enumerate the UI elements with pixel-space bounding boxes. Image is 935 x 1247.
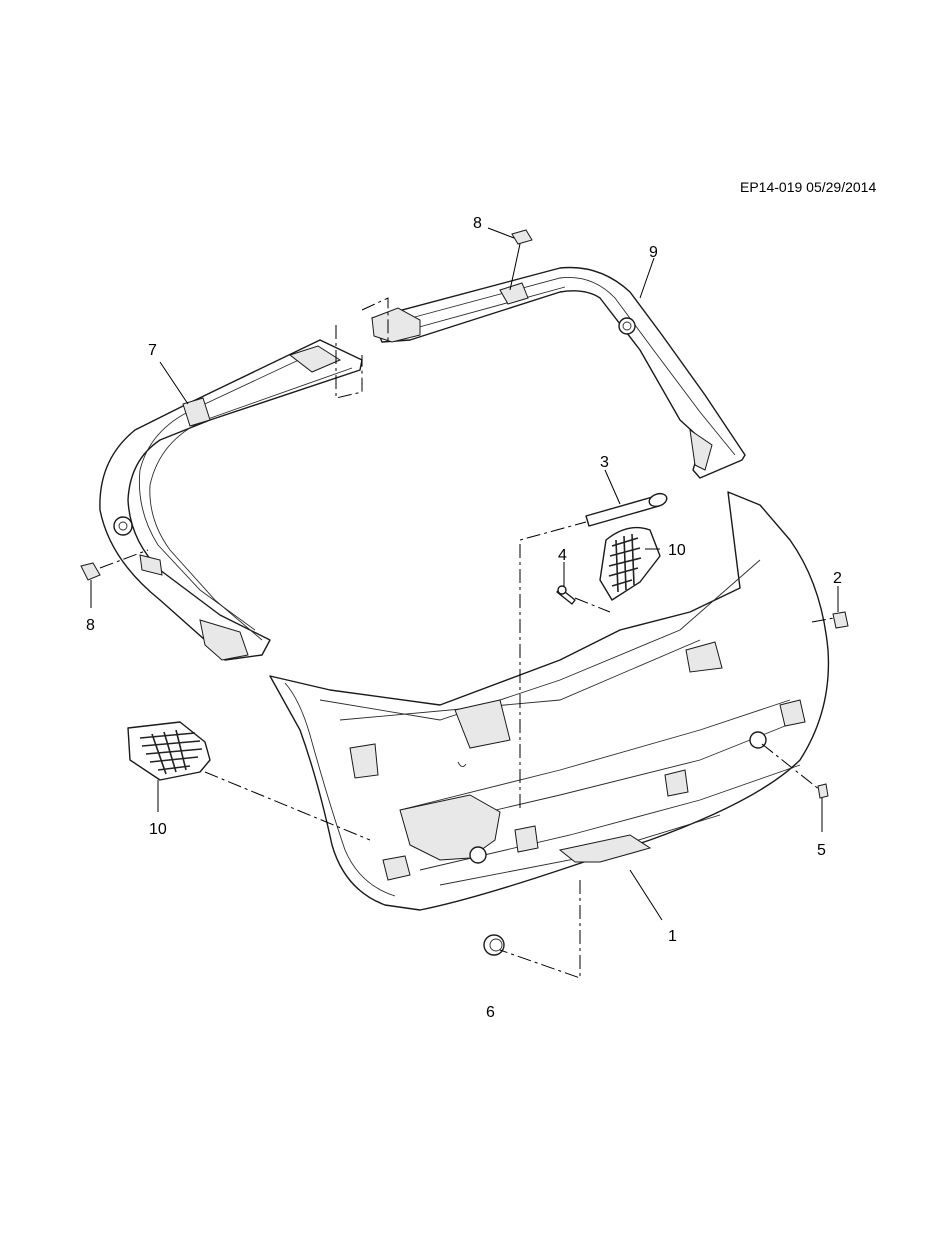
part-9-upper-trim bbox=[371, 266, 746, 479]
callout-labels: 8 9 7 3 4 10 2 8 10 5 1 6 bbox=[86, 215, 842, 1021]
callout-9: 9 bbox=[649, 244, 658, 261]
part-7-left-trim bbox=[99, 339, 363, 661]
part-5-clip bbox=[817, 783, 829, 799]
part-10-grille-left bbox=[127, 721, 211, 781]
drawing-reference: EP14-019 05/29/2014 bbox=[740, 179, 876, 195]
part-10-grille-right bbox=[599, 526, 661, 601]
callout-3: 3 bbox=[600, 454, 609, 471]
callout-7: 7 bbox=[148, 342, 157, 359]
callout-8-left: 8 bbox=[86, 617, 95, 634]
phantom-line-7-9 bbox=[335, 297, 389, 399]
part-8-clip-top bbox=[511, 229, 533, 245]
callout-2: 2 bbox=[833, 570, 842, 587]
callout-6: 6 bbox=[486, 1004, 495, 1021]
part-6-plug bbox=[483, 934, 505, 956]
phantom-lines bbox=[99, 521, 835, 979]
part-1-lower-panel bbox=[269, 491, 830, 911]
callout-8-top: 8 bbox=[473, 215, 482, 232]
part-3-rod bbox=[585, 492, 668, 527]
callout-10-right: 10 bbox=[668, 542, 686, 559]
leader-lines bbox=[90, 227, 839, 921]
callout-4: 4 bbox=[558, 547, 567, 564]
callout-10-left: 10 bbox=[149, 821, 167, 838]
part-2-clip bbox=[832, 611, 849, 629]
part-4-screw bbox=[556, 585, 576, 605]
part-8-clip-left bbox=[80, 562, 101, 581]
callout-1: 1 bbox=[668, 928, 677, 945]
callout-5: 5 bbox=[817, 842, 826, 859]
